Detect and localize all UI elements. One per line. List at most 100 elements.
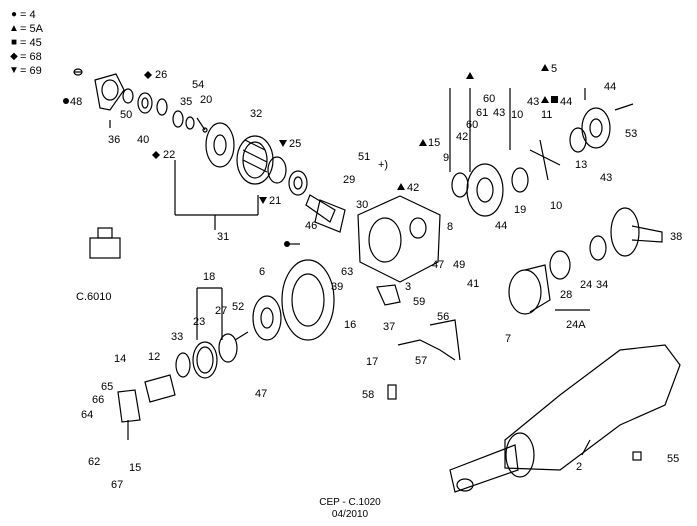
label-c6010: C.6010 — [76, 291, 111, 303]
label-42: 42 — [407, 182, 419, 194]
label-47a: 47 — [432, 259, 444, 271]
label-28: 28 — [560, 289, 572, 301]
label-63: 63 — [341, 266, 353, 278]
part-9-gear — [451, 172, 469, 198]
marker-tri-43 — [541, 96, 549, 103]
label-67: 67 — [111, 479, 123, 491]
label-17: 17 — [366, 356, 378, 368]
part-52-bolt — [234, 331, 249, 341]
label-65: 65 — [101, 381, 113, 393]
label-55: 55 — [667, 453, 679, 465]
part-labels: 48 50 36 40 26 54 35 20 22 32 25 21 31 5… — [70, 63, 682, 491]
part-ring-gear-39 — [281, 259, 335, 341]
label-3: 3 — [405, 281, 411, 293]
legend-value-4: 4 — [29, 9, 36, 21]
part-14-flange — [117, 389, 141, 423]
label-10a: 10 — [511, 109, 523, 121]
label-22: 22 — [163, 149, 175, 161]
label-14: 14 — [114, 353, 126, 365]
drawing-code: CEP - C.1020 — [319, 497, 381, 508]
label-43: 43 — [493, 107, 505, 119]
part-37-fork — [376, 284, 401, 306]
marker-tri-down-25 — [279, 140, 287, 147]
legend-row-triangle-down: ▼ = 69 — [8, 64, 43, 78]
label-19: 19 — [514, 204, 526, 216]
part-washers-40-22 — [122, 88, 195, 130]
label-6: 6 — [259, 266, 265, 278]
label-43c: 43 — [600, 172, 612, 184]
drawing-footer: CEP - C.1020 04/2010 — [300, 497, 400, 521]
part-c6010-block — [89, 227, 121, 259]
label-43b: 43 — [527, 96, 539, 108]
part-34-ring — [589, 235, 607, 261]
part-cross-11 — [529, 139, 561, 181]
label-15: 15 — [428, 137, 440, 149]
label-37: 37 — [383, 321, 395, 333]
label-60a: 60 — [483, 93, 495, 105]
marker-tri-9 — [466, 72, 474, 79]
label-13: 13 — [575, 159, 587, 171]
legend-value-68: 68 — [29, 51, 42, 63]
marker-tri-down-21 — [259, 197, 267, 204]
label-30: 30 — [356, 199, 368, 211]
part-diff-case — [466, 163, 504, 217]
part-38-flange — [610, 207, 663, 257]
legend-value: = — [20, 23, 30, 35]
part-50-bracket — [94, 73, 125, 111]
label-27: 27 — [215, 305, 227, 317]
label-32: 32 — [250, 108, 262, 120]
label-11: 11 — [541, 109, 552, 121]
label-24a: 24A — [566, 319, 586, 331]
legend-row-triangle-up: ▲ = 5A — [8, 22, 43, 36]
label-34: 34 — [596, 279, 608, 291]
label-62: 62 — [88, 456, 100, 468]
label-40: 40 — [137, 134, 149, 146]
label-44b: 44 — [604, 81, 616, 93]
part-19-ring — [511, 167, 529, 193]
label-15b: 15 — [129, 462, 141, 474]
label-50: 50 — [120, 109, 132, 121]
legend-row-circle: ● = 4 — [8, 8, 43, 22]
part-44-case — [581, 107, 611, 149]
label-23: 23 — [193, 316, 205, 328]
part-54-screw — [196, 117, 208, 133]
part-7-hub — [508, 264, 551, 315]
part-12-shaft — [144, 374, 176, 403]
part-55-plug — [632, 451, 642, 461]
label-61: 61 — [476, 107, 488, 119]
label-25: 25 — [289, 138, 301, 150]
label-49: 49 — [453, 259, 465, 271]
label-16: 16 — [344, 319, 356, 331]
part-58-sensor — [387, 384, 397, 400]
legend-value-5a: 5A — [29, 23, 43, 35]
drawing-date: 04/2010 — [331, 509, 369, 520]
label-7: 7 — [505, 333, 511, 345]
part-23-ring — [192, 341, 218, 379]
label-29: 29 — [343, 174, 355, 186]
label-59: 59 — [413, 296, 425, 308]
label-51: 51 — [358, 151, 370, 163]
marker-circle-48 — [63, 98, 69, 104]
part-27-bearing — [218, 333, 238, 363]
triangle-up-icon: ▲ — [9, 23, 19, 34]
legend-value: = — [20, 51, 30, 63]
marker-tri-5 — [541, 64, 549, 71]
part-32-bearing — [236, 135, 274, 185]
label-51b: +) — [378, 159, 388, 171]
label-9: 9 — [443, 152, 449, 164]
legend-row-diamond: ◆ = 68 — [8, 50, 43, 64]
symbol-legend: ● = 4 ▲ = 5A ■ = 45 ◆ = 68 ▼ = 69 — [8, 8, 43, 78]
label-58: 58 — [362, 389, 374, 401]
legend-row-square: ■ = 45 — [8, 36, 43, 50]
part-25-bearing — [288, 170, 308, 196]
diamond-icon: ◆ — [10, 51, 18, 62]
label-42b: 42 — [456, 131, 468, 143]
label-47b: 47 — [255, 388, 267, 400]
part-56-tube — [429, 319, 461, 361]
part-2-axle-housing — [449, 344, 681, 493]
part-13-gear — [569, 127, 587, 153]
label-66: 66 — [92, 394, 104, 406]
label-12: 12 — [148, 351, 160, 363]
label-56: 56 — [437, 311, 449, 323]
part-pinion-shaft — [305, 194, 346, 233]
